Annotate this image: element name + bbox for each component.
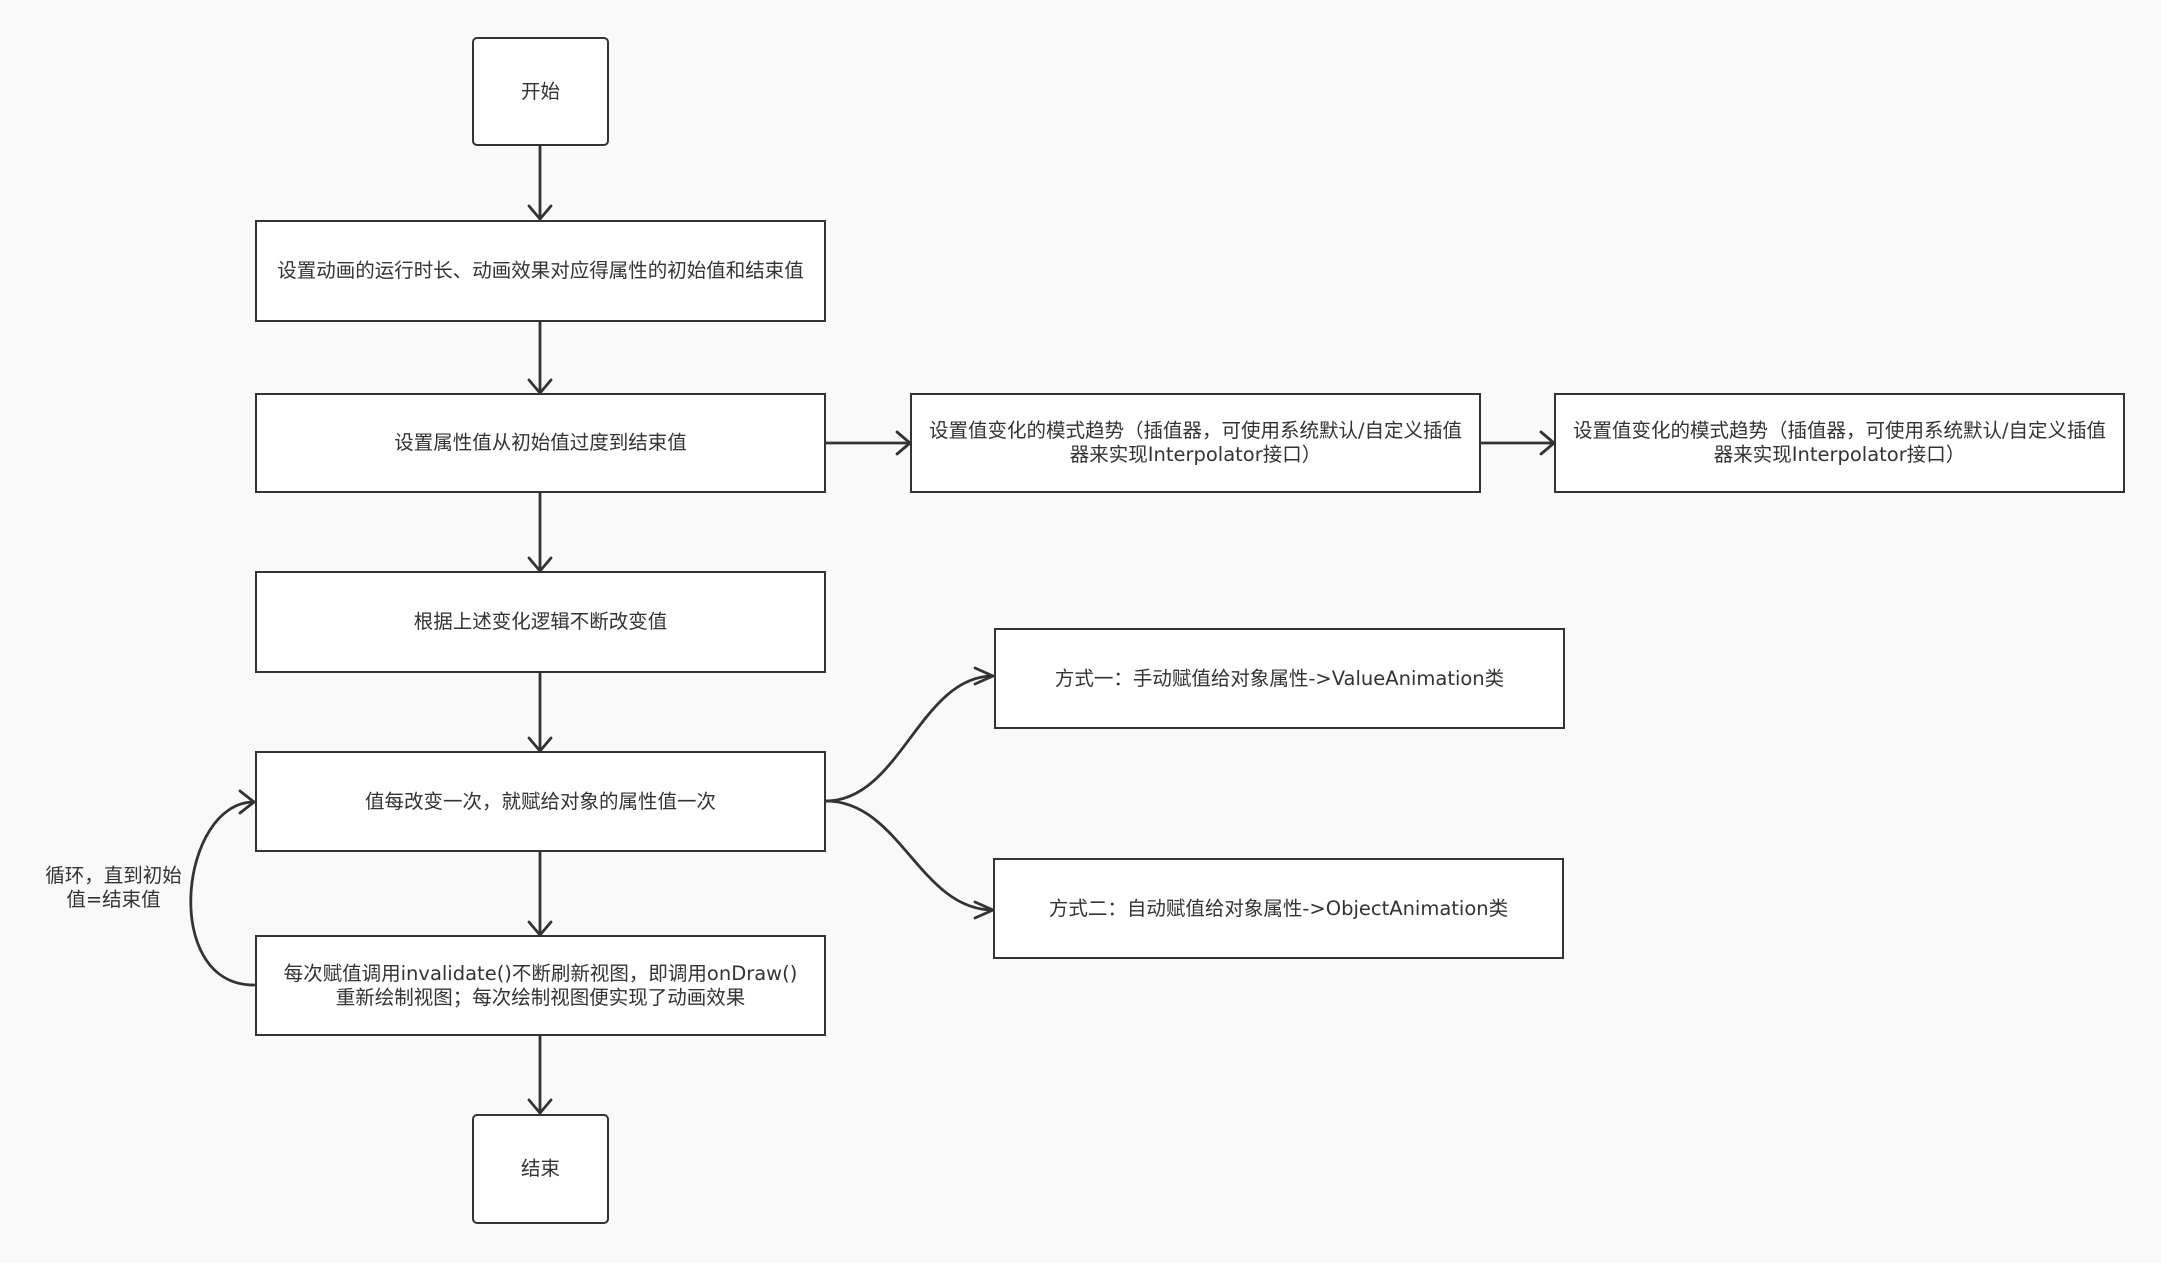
start-node: 开始 bbox=[472, 37, 609, 146]
arrow-assign-value-to-invalidate bbox=[527, 850, 553, 937]
interpolator-node-a: 设置值变化的模式趋势（插值器，可使用系统默认/自定义插值器来实现Interpol… bbox=[910, 393, 1481, 493]
method-two-node: 方式二：自动赋值给对象属性->ObjectAnimation类 bbox=[993, 858, 1564, 959]
arrow-set-duration-to-transition bbox=[527, 320, 553, 395]
arrow-transition-to-change-value bbox=[527, 491, 553, 573]
arrow-change-value-to-assign-value bbox=[527, 671, 553, 753]
change-value-node: 根据上述变化逻辑不断改变值 bbox=[255, 571, 826, 673]
method-one-node: 方式一：手动赋值给对象属性->ValueAnimation类 bbox=[994, 628, 1565, 729]
arrow-invalidate-to-end bbox=[527, 1034, 553, 1115]
interpolator-node-b: 设置值变化的模式趋势（插值器，可使用系统默认/自定义插值器来实现Interpol… bbox=[1554, 393, 2125, 493]
assign-value-node: 值每改变一次，就赋给对象的属性值一次 bbox=[255, 751, 826, 852]
arrow-assign-value-to-method-one bbox=[824, 666, 995, 803]
loop-arrow-invalidate-to-assign-value bbox=[189, 789, 256, 987]
arrow-assign-value-to-method-two bbox=[824, 799, 995, 920]
arrow-interpolator-a-to-interpolator-b bbox=[1479, 430, 1556, 456]
arrow-start-to-set-duration bbox=[527, 144, 553, 221]
end-node: 结束 bbox=[472, 1114, 609, 1224]
arrow-transition-to-interpolator-a bbox=[824, 430, 912, 456]
loop-label: 循环，直到初始值=结束值 bbox=[45, 864, 182, 911]
set-duration-node: 设置动画的运行时长、动画效果对应得属性的初始值和结束值 bbox=[255, 220, 826, 322]
transition-node: 设置属性值从初始值过度到结束值 bbox=[255, 393, 826, 493]
invalidate-node: 每次赋值调用invalidate()不断刷新视图，即调用onDraw()重新绘制… bbox=[255, 935, 826, 1036]
